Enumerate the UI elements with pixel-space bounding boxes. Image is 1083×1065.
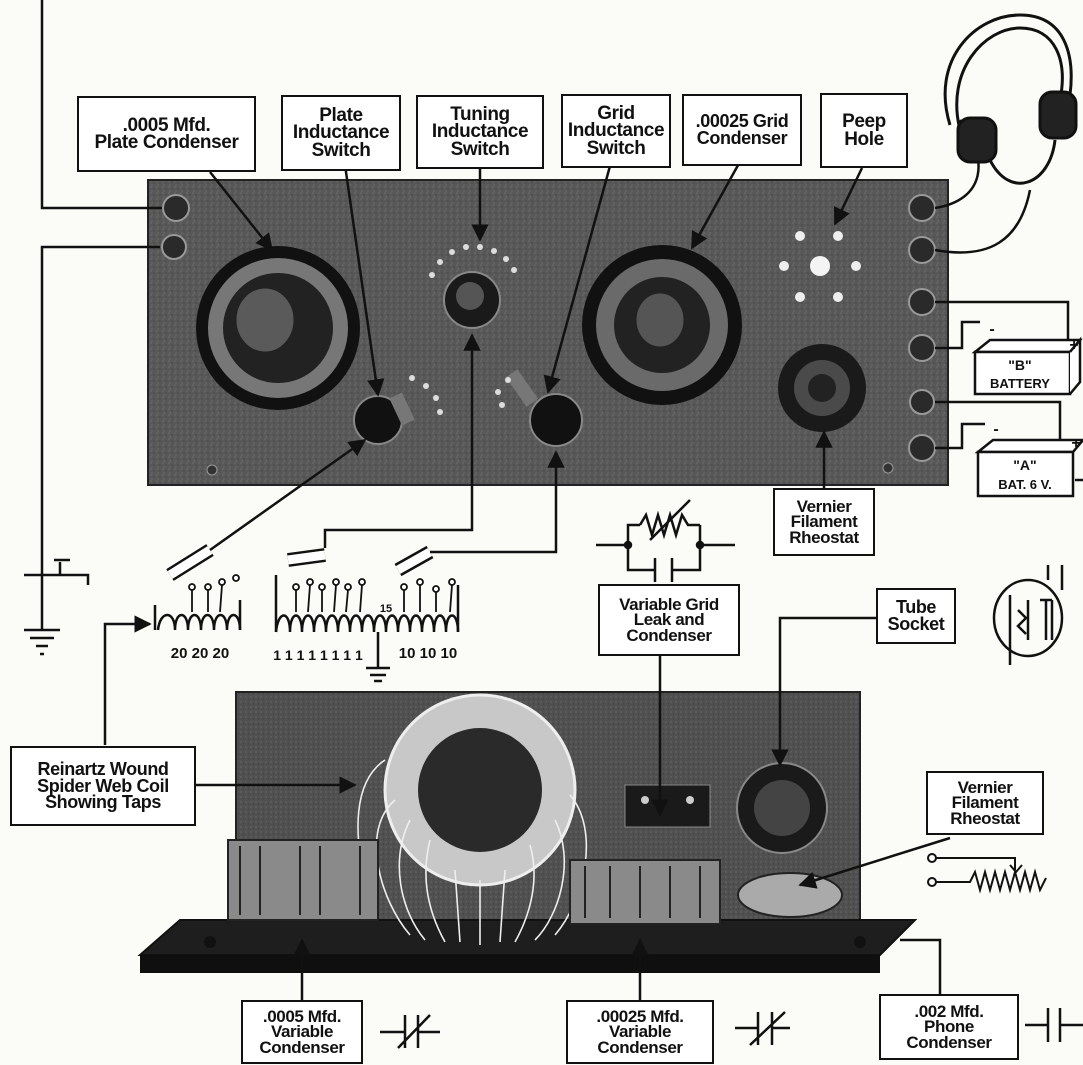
a-battery-plus: + — [1071, 435, 1080, 452]
variable-condenser-symbol-1 — [380, 1015, 440, 1048]
label-tube-socket: Tube Socket — [876, 588, 956, 644]
b-battery-plus: + — [1069, 337, 1078, 354]
label-tuning-inductance-switch: Tuning Inductance Switch — [416, 95, 544, 169]
label-grid-condenser: .00025 Grid Condenser — [682, 94, 802, 166]
label-plate-inductance-switch: Plate Inductance Switch — [281, 95, 401, 171]
b-battery-text: BATTERY — [990, 376, 1050, 391]
b-battery-name: "B" — [1008, 357, 1031, 373]
tuning-group-taps: 1 1 1 1 1 1 1 1 — [273, 647, 363, 663]
a-battery-name: "A" — [1013, 457, 1036, 473]
label-0005-variable-condenser: .0005 Mfd. Variable Condenser — [241, 1000, 363, 1064]
label-variable-grid-leak: Variable Grid Leak and Condenser — [598, 584, 740, 656]
label-vernier-filament-rheostat-bottom: Vernier Filament Rheostat — [926, 771, 1044, 835]
label-peep-hole: Peep Hole — [820, 93, 908, 168]
tube-symbol — [994, 565, 1062, 665]
a-battery-minus: - — [993, 421, 998, 438]
b-battery-minus: - — [989, 321, 994, 338]
grid-leak-symbol — [596, 500, 735, 582]
plate-group-taps: 20 20 20 — [171, 645, 229, 662]
label-00025-variable-condenser: .00025 Mfd. Variable Condenser — [566, 1000, 714, 1064]
a-battery-text: BAT. 6 V. — [998, 477, 1051, 492]
headphones-icon — [945, 15, 1076, 183]
grid-group-taps: 10 10 10 — [399, 645, 457, 662]
front-panel — [148, 180, 948, 485]
label-002-phone-condenser: .002 Mfd. Phone Condenser — [879, 994, 1019, 1060]
label-vernier-filament-rheostat-top: Vernier Filament Rheostat — [773, 488, 875, 556]
interior-view — [140, 692, 915, 973]
variable-condenser-symbol-2 — [735, 1012, 790, 1045]
coil-mid-mark: 15 — [380, 603, 392, 615]
fixed-condenser-symbol — [1025, 1008, 1083, 1042]
ground-symbol-left — [24, 560, 88, 654]
rheostat-symbol — [928, 854, 1046, 890]
label-grid-inductance-switch: Grid Inductance Switch — [561, 94, 671, 168]
label-reinartz-spider-web-coil: Reinartz Wound Spider Web Coil Showing T… — [10, 746, 196, 826]
label-plate-condenser: .0005 Mfd. Plate Condenser — [77, 96, 256, 172]
